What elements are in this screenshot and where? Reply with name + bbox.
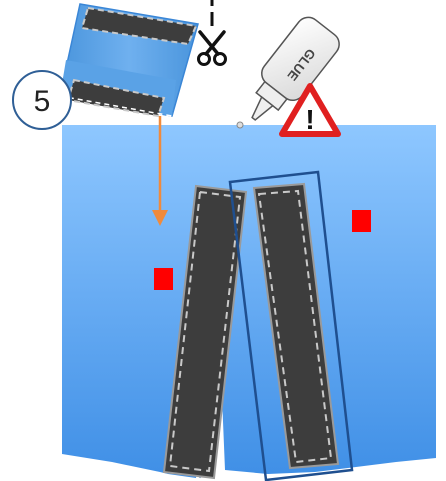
warning-symbol: ! bbox=[305, 104, 314, 135]
step-badge: 5 bbox=[13, 71, 71, 129]
red-marker-left bbox=[154, 268, 173, 290]
red-marker-right bbox=[352, 210, 371, 232]
step-number: 5 bbox=[34, 85, 51, 118]
fabric-panel bbox=[62, 125, 436, 478]
scissors-icon bbox=[199, 32, 226, 65]
glue-drop bbox=[237, 122, 243, 128]
folded-band-piece bbox=[60, 4, 198, 116]
